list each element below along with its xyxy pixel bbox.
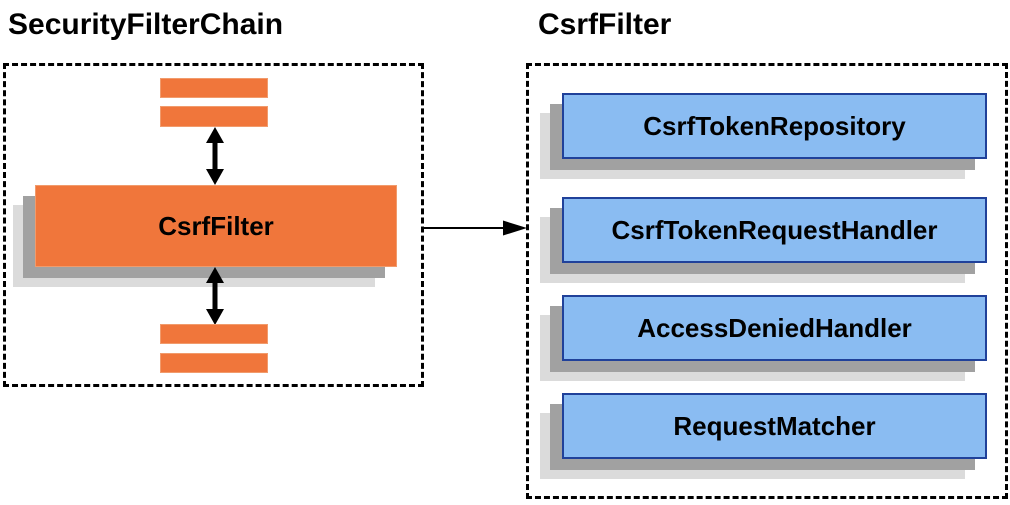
csrf-filter-container: [526, 63, 1008, 499]
component-node-label: CsrfTokenRepository: [562, 93, 987, 159]
csrf-filter-node-label: CsrfFilter: [158, 210, 274, 241]
component-node-label: AccessDeniedHandler: [562, 295, 987, 361]
csrf-filter-node: CsrfFilter: [35, 185, 397, 267]
filter-bar-bottom-2: [160, 353, 268, 373]
filter-bar-top-1: [160, 78, 268, 98]
bidirectional-arrow-icon: [206, 267, 224, 325]
right-panel-title: CsrfFilter: [538, 8, 672, 41]
filter-bar-bottom-1: [160, 324, 268, 344]
component-node-csrf-token-request-handler: CsrfTokenRequestHandler: [540, 197, 987, 283]
component-node-label: CsrfTokenRequestHandler: [562, 197, 987, 263]
filter-bar-top-2: [160, 106, 268, 127]
component-node-access-denied-handler: AccessDeniedHandler: [540, 295, 987, 381]
left-panel-title: SecurityFilterChain: [8, 8, 284, 41]
component-node-request-matcher: RequestMatcher: [540, 393, 987, 479]
component-node-csrf-token-repository: CsrfTokenRepository: [540, 93, 987, 179]
right-arrow-icon: [422, 220, 527, 236]
component-node-label: RequestMatcher: [562, 393, 987, 459]
security-filter-chain-container: [3, 63, 424, 387]
bidirectional-arrow-icon: [206, 127, 224, 185]
